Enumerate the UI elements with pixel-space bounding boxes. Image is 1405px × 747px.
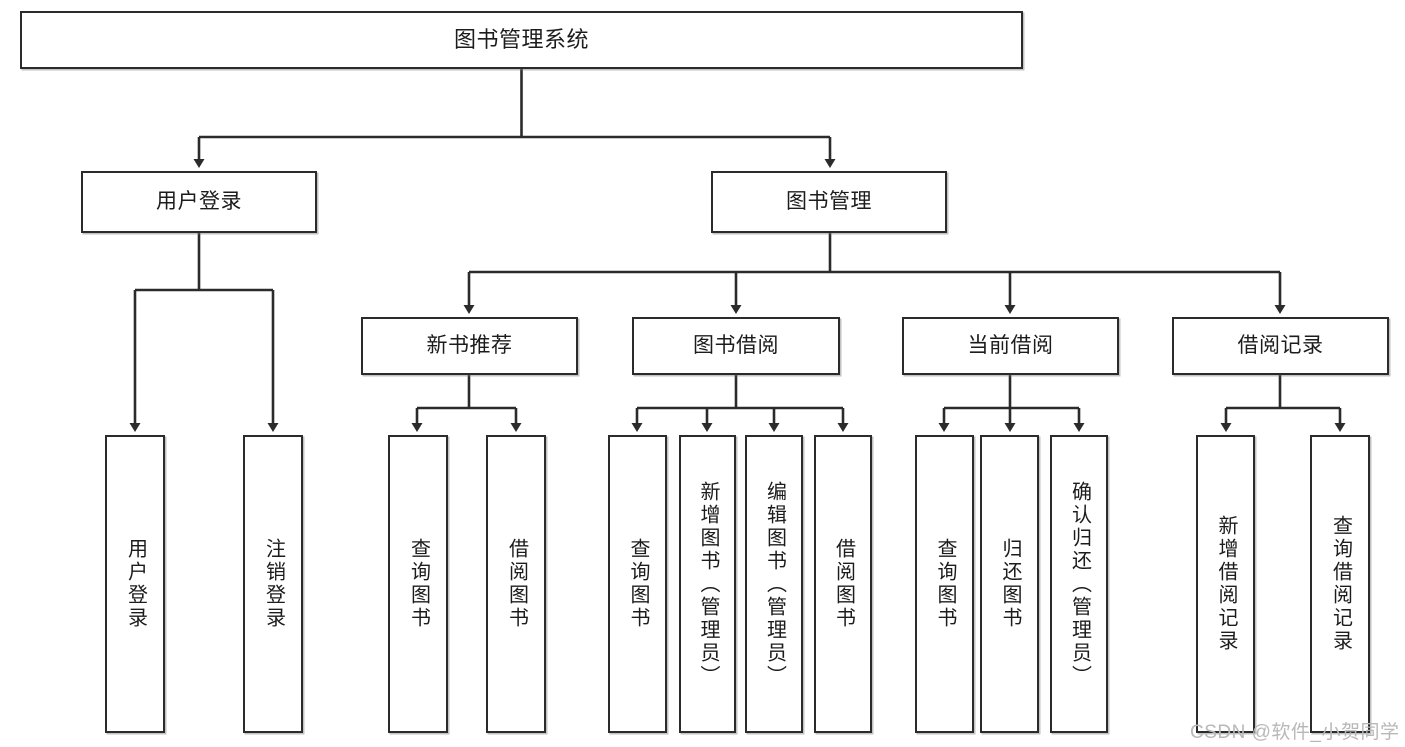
node-leaf-query-book-cur[interactable]: 查询图书 xyxy=(915,435,974,733)
node-leaf-logout[interactable]: 注销登录 xyxy=(243,435,303,733)
node-root[interactable]: 图书管理系统 xyxy=(20,11,1023,69)
node-leaf-user-login[interactable]: 用户登录 xyxy=(105,435,165,733)
node-root-label: 图书管理系统 xyxy=(453,27,589,53)
node-leaf-confirm-return-admin[interactable]: 确认归还（管理员） xyxy=(1050,435,1108,733)
node-current-borrow[interactable]: 当前借阅 xyxy=(902,317,1119,375)
node-leaf-borrow-book[interactable]: 借阅图书 xyxy=(814,435,872,733)
node-book-borrow-label: 图书借阅 xyxy=(693,333,779,357)
node-user-login[interactable]: 用户登录 xyxy=(81,171,317,233)
watermark: CSDN @软件_小贺同学 xyxy=(1190,722,1400,743)
node-leaf-query-book-borrow[interactable]: 查询图书 xyxy=(608,435,667,733)
node-leaf-return-book-label: 归还图书 xyxy=(999,538,1021,630)
node-leaf-borrow-book-label: 借阅图书 xyxy=(832,538,855,630)
node-leaf-query-book-rec-label: 查询图书 xyxy=(407,538,430,630)
node-leaf-query-borrow-record-label: 查询借阅记录 xyxy=(1329,515,1352,653)
node-leaf-edit-book-admin[interactable]: 编辑图书（管理员） xyxy=(745,435,803,733)
node-borrow-record-label: 借阅记录 xyxy=(1237,333,1324,357)
node-leaf-borrow-book-rec-label: 借阅图书 xyxy=(505,538,528,630)
node-borrow-record[interactable]: 借阅记录 xyxy=(1172,317,1389,375)
node-leaf-add-book-admin-label: 新增图书（管理员） xyxy=(697,480,719,688)
node-leaf-logout-label: 注销登录 xyxy=(262,538,285,630)
node-leaf-query-book-cur-label: 查询图书 xyxy=(934,538,956,630)
node-new-book-rec-label: 新书推荐 xyxy=(426,333,513,357)
node-leaf-add-book-admin[interactable]: 新增图书（管理员） xyxy=(679,435,736,733)
node-new-book-rec[interactable]: 新书推荐 xyxy=(361,317,578,375)
node-book-borrow[interactable]: 图书借阅 xyxy=(632,317,840,375)
node-leaf-borrow-book-rec[interactable]: 借阅图书 xyxy=(486,435,546,733)
node-user-login-label: 用户登录 xyxy=(156,189,242,213)
node-leaf-add-borrow-record-label: 新增借阅记录 xyxy=(1215,515,1237,653)
node-leaf-user-login-label: 用户登录 xyxy=(124,538,147,630)
node-book-manage[interactable]: 图书管理 xyxy=(711,171,947,233)
node-leaf-query-book-borrow-label: 查询图书 xyxy=(627,538,649,630)
node-leaf-query-book-rec[interactable]: 查询图书 xyxy=(388,435,448,733)
node-book-manage-label: 图书管理 xyxy=(786,189,872,213)
node-leaf-return-book[interactable]: 归还图书 xyxy=(980,435,1039,733)
node-leaf-add-borrow-record[interactable]: 新增借阅记录 xyxy=(1196,435,1255,733)
node-leaf-edit-book-admin-label: 编辑图书（管理员） xyxy=(763,480,786,688)
node-leaf-query-borrow-record[interactable]: 查询借阅记录 xyxy=(1310,435,1370,733)
node-leaf-confirm-return-admin-label: 确认归还（管理员） xyxy=(1068,480,1091,688)
node-current-borrow-label: 当前借阅 xyxy=(967,333,1054,357)
